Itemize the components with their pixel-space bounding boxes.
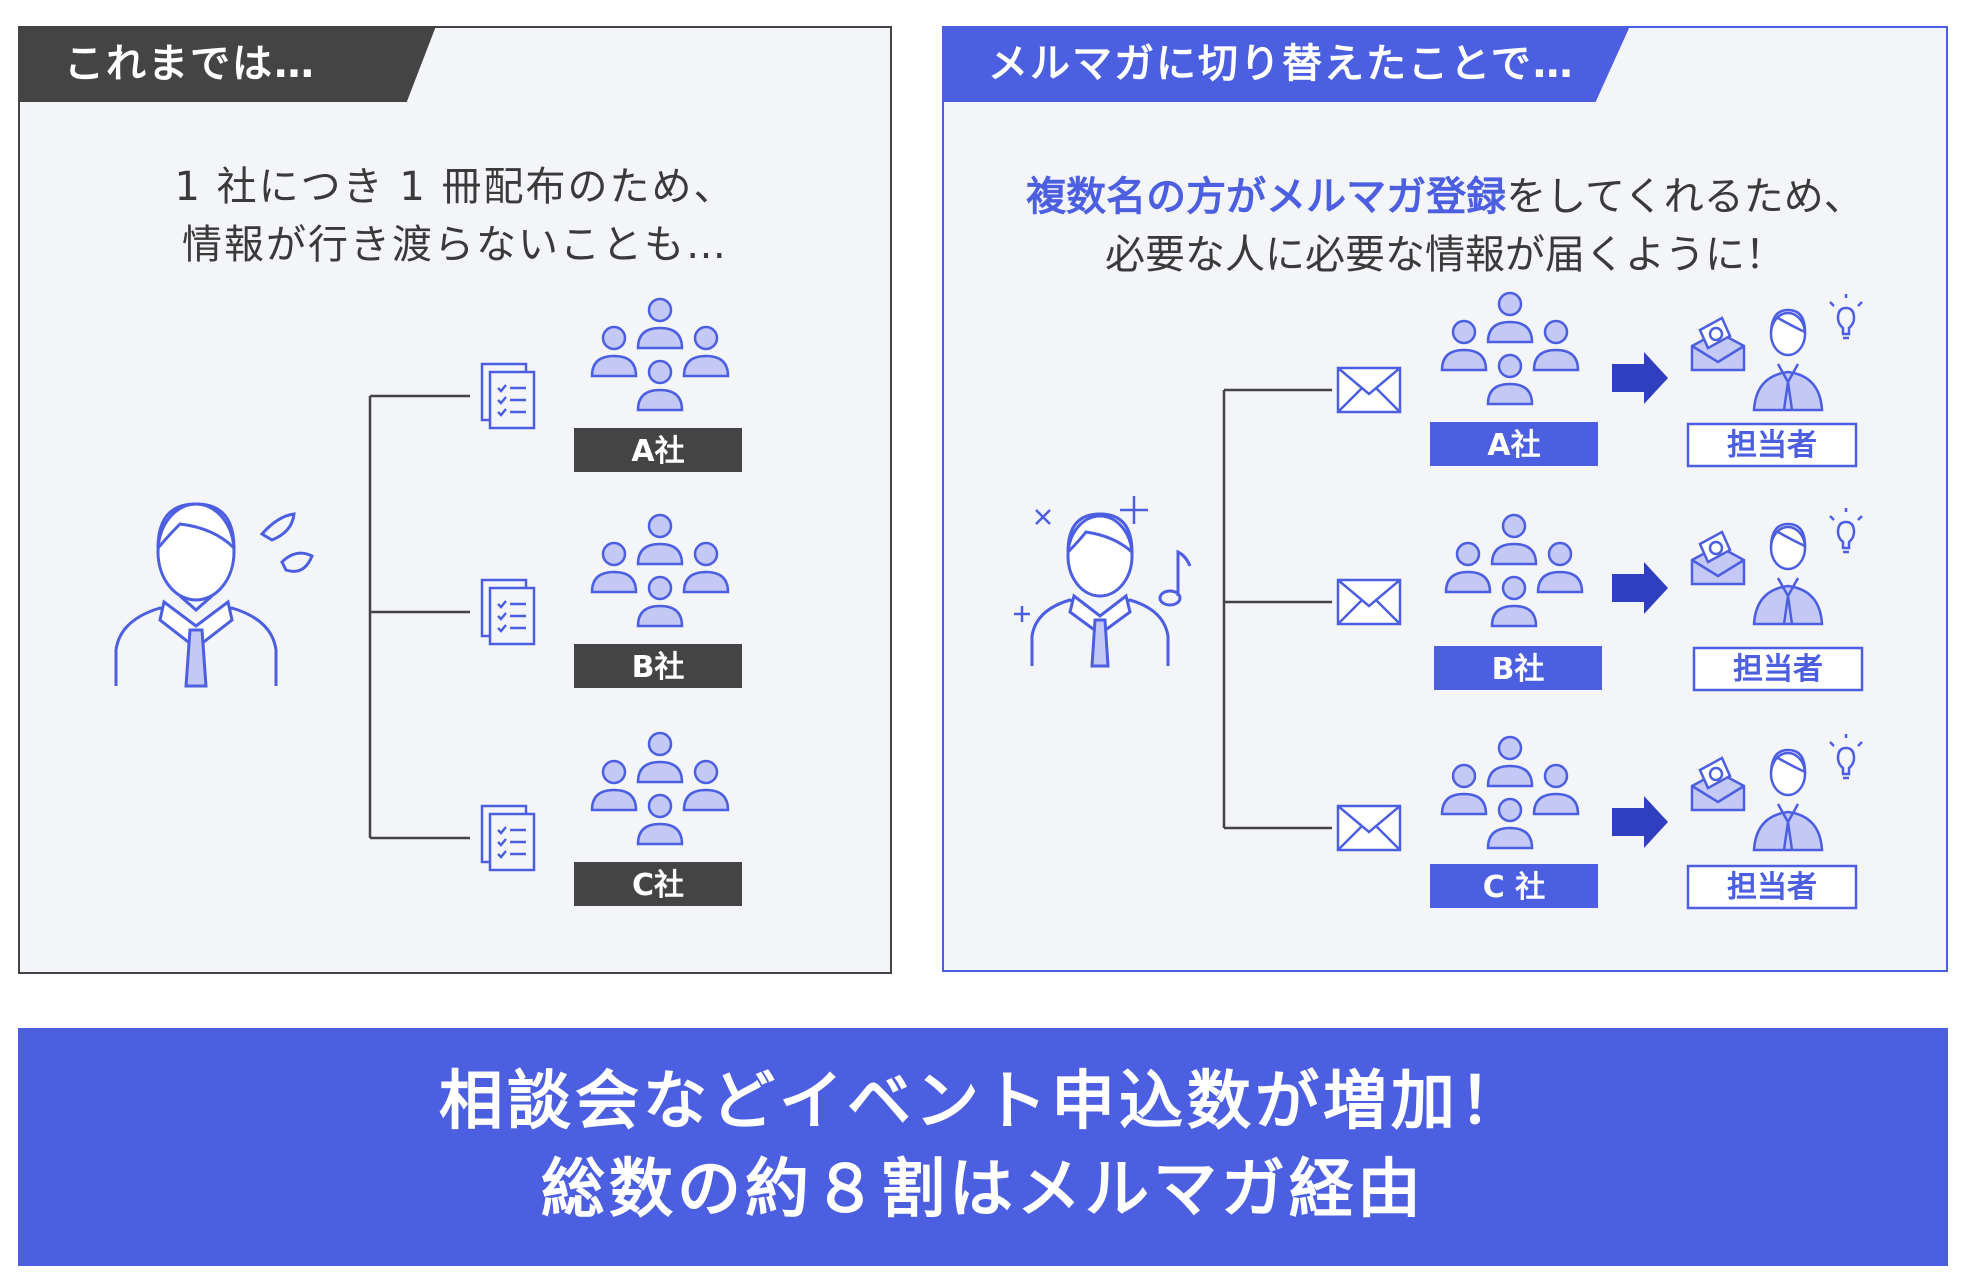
staff-person-icon	[1690, 732, 1864, 852]
after-description: 複数名の方がメルマガ登録をしてくれるため、 必要な人に必要な情報が届くように！	[944, 168, 1946, 284]
sweat-drop-icon	[259, 512, 314, 573]
arrow-right-icon	[1612, 796, 1668, 848]
after-description-highlight: 複数名の方がメルマガ登録	[1026, 174, 1507, 220]
before-connector	[368, 394, 470, 840]
result-line1: 相談会などイベント申込数が増加！	[439, 1065, 1527, 1139]
before-company-label: C社	[632, 868, 684, 903]
recipient-label: 担当者	[1727, 870, 1817, 905]
after-row-b: B社 担当者	[1336, 506, 1864, 692]
envelope-icon	[1336, 804, 1402, 852]
businessman-icon	[114, 502, 278, 688]
after-company-label: A社	[1487, 428, 1540, 463]
people-group-icon	[590, 731, 730, 846]
people-group-icon	[1440, 291, 1580, 406]
after-row-c: C 社 担当者	[1336, 732, 1864, 910]
staff-person-icon	[1690, 292, 1864, 412]
people-group-icon	[590, 513, 730, 628]
music-note-icon	[1158, 549, 1192, 607]
after-row-a: A社 担当者	[1336, 291, 1864, 468]
staff-person-icon	[1690, 506, 1864, 626]
businessman-icon	[1030, 512, 1170, 668]
before-row-c: C社	[480, 731, 742, 906]
after-description-line1: 複数名の方がメルマガ登録をしてくれるため、	[944, 168, 1946, 226]
before-description-line2: 情報が行き渡らないことも…	[182, 222, 728, 268]
after-connector	[1222, 388, 1332, 830]
envelope-icon	[1336, 578, 1402, 626]
sparkle-icon	[1014, 496, 1148, 622]
before-tab-label: これまでは…	[18, 26, 436, 102]
people-group-icon	[1444, 513, 1584, 628]
recipient-label: 担当者	[1733, 652, 1823, 687]
result-line2: 総数の約８割はメルマガ経由	[541, 1153, 1425, 1227]
distribution-diagram: A社 B社 C社 A社 担当者	[114, 291, 1864, 910]
checklist-document-icon	[480, 362, 536, 430]
envelope-icon	[1336, 366, 1402, 414]
before-company-label: B社	[632, 650, 685, 685]
before-description: 1 社につき 1 冊配布のため、 情報が行き渡らないことも…	[20, 158, 890, 274]
after-tab-label: メルマガに切り替えたことで…	[942, 26, 1630, 102]
arrow-right-icon	[1612, 562, 1668, 614]
before-company-label: A社	[631, 434, 684, 469]
checklist-document-icon	[480, 804, 536, 872]
people-group-icon	[1440, 735, 1580, 850]
after-description-rest: をしてくれるため、	[1506, 174, 1864, 220]
before-description-line1: 1 社につき 1 冊配布のため、	[174, 164, 736, 210]
arrow-right-icon	[1612, 352, 1668, 404]
before-row-b: B社	[480, 513, 742, 688]
checklist-document-icon	[480, 578, 536, 646]
result-banner: 相談会などイベント申込数が増加！ 総数の約８割はメルマガ経由	[18, 1028, 1948, 1266]
recipient-label: 担当者	[1727, 428, 1817, 463]
before-panel: これまでは… 1 社につき 1 冊配布のため、 情報が行き渡らないことも…	[18, 26, 892, 974]
before-row-a: A社	[480, 297, 742, 472]
after-description-line2: 必要な人に必要な情報が届くように！	[1105, 232, 1785, 278]
after-company-label: B社	[1492, 652, 1545, 687]
after-company-label: C 社	[1483, 870, 1545, 905]
people-group-icon	[590, 297, 730, 412]
